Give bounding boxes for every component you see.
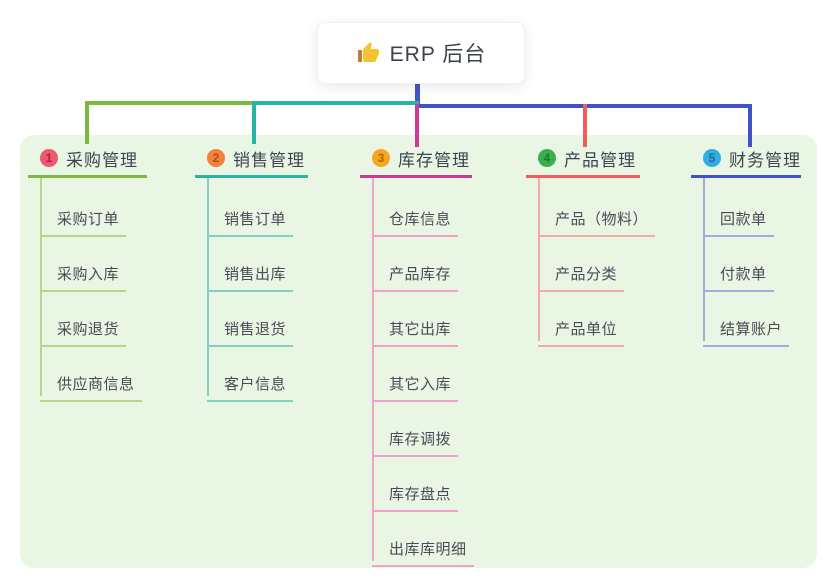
children-rail bbox=[207, 178, 209, 396]
branch-label: 采购管理 bbox=[66, 150, 138, 170]
branch-underline bbox=[691, 175, 801, 178]
child-node-label: 产品分类 bbox=[555, 266, 618, 283]
child-node-label: 客户信息 bbox=[224, 376, 287, 393]
branch-underline bbox=[28, 175, 147, 178]
child-node[interactable]: 产品分类 bbox=[538, 251, 625, 292]
child-node-label: 产品（物料） bbox=[555, 211, 649, 228]
connector-h bbox=[252, 101, 419, 105]
child-node-label: 结算账户 bbox=[720, 321, 783, 338]
child-node-label: 采购入库 bbox=[57, 266, 120, 283]
child-node-label: 销售订单 bbox=[224, 211, 287, 228]
children-rail bbox=[538, 178, 540, 341]
connector-drop bbox=[85, 101, 89, 144]
children-rail bbox=[40, 178, 42, 396]
child-node[interactable]: 销售出库 bbox=[207, 251, 294, 292]
child-node[interactable]: 采购订单 bbox=[40, 196, 127, 237]
root-node[interactable]: ERP 后台 bbox=[317, 22, 525, 84]
child-node[interactable]: 库存调拨 bbox=[372, 416, 459, 457]
branch-underline bbox=[195, 175, 308, 178]
branch-label: 库存管理 bbox=[398, 150, 470, 170]
priority-badge-icon: 1 bbox=[40, 149, 58, 167]
child-node-label: 销售出库 bbox=[224, 266, 287, 283]
child-node-label: 库存盘点 bbox=[389, 486, 452, 503]
children-rail bbox=[372, 178, 374, 561]
priority-badge-icon: 3 bbox=[372, 149, 390, 167]
child-node-label: 采购退货 bbox=[57, 321, 120, 338]
child-node-label: 回款单 bbox=[720, 211, 767, 228]
child-node[interactable]: 其它入库 bbox=[372, 361, 459, 402]
connector-h bbox=[85, 101, 256, 105]
branch-label: 财务管理 bbox=[729, 150, 801, 170]
branch-node-3[interactable]: 3 库存管理 bbox=[360, 145, 470, 171]
branches-panel bbox=[20, 135, 817, 568]
branch-node-5[interactable]: 5 财务管理 bbox=[691, 145, 801, 171]
connector-drop bbox=[252, 101, 256, 144]
branch-label: 销售管理 bbox=[233, 150, 305, 170]
child-node[interactable]: 产品单位 bbox=[538, 306, 625, 347]
child-node[interactable]: 库存盘点 bbox=[372, 471, 459, 512]
child-node-label: 库存调拨 bbox=[389, 431, 452, 448]
child-node[interactable]: 销售退货 bbox=[207, 306, 294, 347]
child-node[interactable]: 产品（物料） bbox=[538, 196, 656, 237]
priority-badge-icon: 5 bbox=[703, 149, 721, 167]
child-node-label: 供应商信息 bbox=[57, 376, 135, 393]
child-node-label: 销售退货 bbox=[224, 321, 287, 338]
child-node[interactable]: 产品库存 bbox=[372, 251, 459, 292]
branch-node-1[interactable]: 1 采购管理 bbox=[28, 145, 138, 171]
branch-underline bbox=[360, 175, 472, 178]
child-node-label: 产品库存 bbox=[389, 266, 452, 283]
child-node-label: 仓库信息 bbox=[389, 211, 452, 228]
child-node-label: 采购订单 bbox=[57, 211, 120, 228]
child-node-label: 出库库明细 bbox=[389, 541, 467, 558]
child-node-label: 其它入库 bbox=[389, 376, 452, 393]
child-node[interactable]: 采购入库 bbox=[40, 251, 127, 292]
priority-badge-icon: 4 bbox=[538, 149, 556, 167]
connector-drop bbox=[583, 104, 587, 147]
child-node[interactable]: 仓库信息 bbox=[372, 196, 459, 237]
child-node[interactable]: 回款单 bbox=[703, 196, 774, 237]
children-rail bbox=[703, 178, 705, 341]
child-node[interactable]: 付款单 bbox=[703, 251, 774, 292]
branch-node-2[interactable]: 2 销售管理 bbox=[195, 145, 305, 171]
child-node-label: 其它出库 bbox=[389, 321, 452, 338]
root-node-label: ERP 后台 bbox=[389, 43, 487, 66]
child-node[interactable]: 供应商信息 bbox=[40, 361, 142, 402]
priority-badge-icon: 2 bbox=[207, 149, 225, 167]
thumbs-up-icon bbox=[356, 41, 380, 65]
child-node-label: 产品单位 bbox=[555, 321, 618, 338]
branch-label: 产品管理 bbox=[564, 150, 636, 170]
child-node-label: 付款单 bbox=[720, 266, 767, 283]
child-node[interactable]: 采购退货 bbox=[40, 306, 127, 347]
child-node[interactable]: 其它出库 bbox=[372, 306, 459, 347]
root-connector bbox=[415, 82, 420, 108]
connector-drop bbox=[748, 104, 752, 147]
child-node[interactable]: 销售订单 bbox=[207, 196, 294, 237]
child-node[interactable]: 结算账户 bbox=[703, 306, 790, 347]
branch-node-4[interactable]: 4 产品管理 bbox=[526, 145, 636, 171]
child-node[interactable]: 客户信息 bbox=[207, 361, 294, 402]
connector-drop bbox=[415, 104, 419, 147]
child-node[interactable]: 出库库明细 bbox=[372, 526, 474, 567]
branch-underline bbox=[526, 175, 640, 178]
